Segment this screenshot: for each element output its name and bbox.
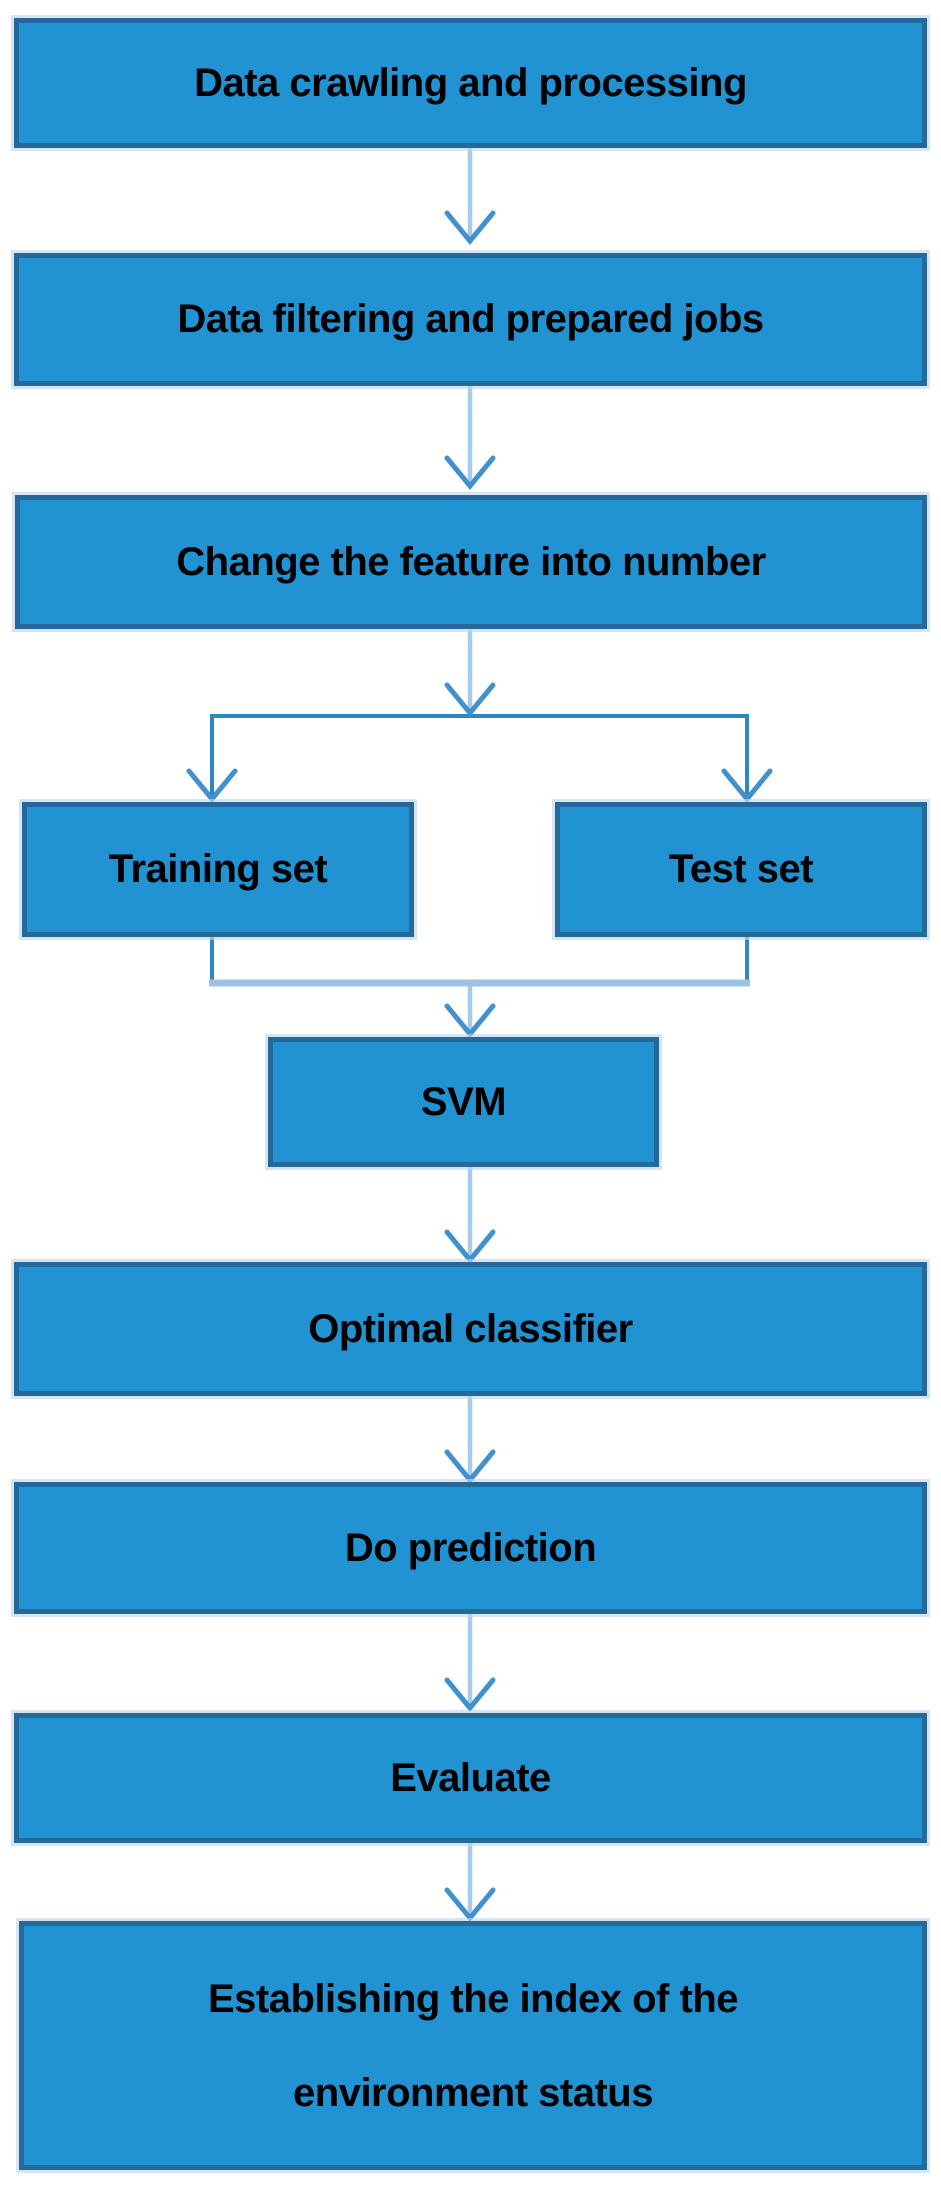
- arrowhead-into-filtering: [444, 210, 496, 245]
- arrowhead-into-prediction: [444, 1449, 496, 1484]
- arrowhead-into-test: [721, 768, 773, 803]
- arrowhead-into-training: [186, 768, 238, 803]
- node-change-feature: Change the feature into number: [15, 495, 927, 629]
- arrowhead-into-split: [444, 682, 496, 717]
- split-bracket: [210, 714, 749, 797]
- node-evaluate: Evaluate: [14, 1713, 927, 1843]
- node-label: Data crawling and processing: [194, 60, 747, 105]
- arrowhead-into-svm: [444, 1003, 496, 1038]
- node-label: Do prediction: [344, 1525, 597, 1570]
- arrowhead-into-evaluate: [444, 1677, 496, 1712]
- node-establishing-index: Establishing the index of the environmen…: [19, 1921, 927, 2170]
- node-label: Test set: [668, 847, 814, 891]
- node-test-set: Test set: [555, 802, 927, 937]
- node-svm: SVM: [268, 1037, 659, 1167]
- arrowhead-into-index: [444, 1887, 496, 1922]
- node-data-crawling: Data crawling and processing: [14, 18, 927, 148]
- node-optimal-classifier: Optimal classifier: [14, 1262, 927, 1396]
- node-label: Data filtering and prepared jobs: [177, 297, 764, 341]
- arrowhead-into-feature: [444, 455, 496, 490]
- node-training-set: Training set: [22, 802, 414, 937]
- arrowhead-into-optimal: [444, 1229, 496, 1264]
- node-do-prediction: Do prediction: [14, 1482, 927, 1614]
- node-label: Change the feature into number: [176, 539, 766, 584]
- node-label: Evaluate: [390, 1755, 551, 1800]
- node-label: SVM: [420, 1079, 507, 1124]
- node-label: Establishing the index of the environmen…: [208, 1976, 739, 2115]
- node-data-filtering: Data filtering and prepared jobs: [14, 253, 927, 386]
- node-label: Optimal classifier: [308, 1306, 633, 1351]
- node-label: Training set: [108, 847, 328, 891]
